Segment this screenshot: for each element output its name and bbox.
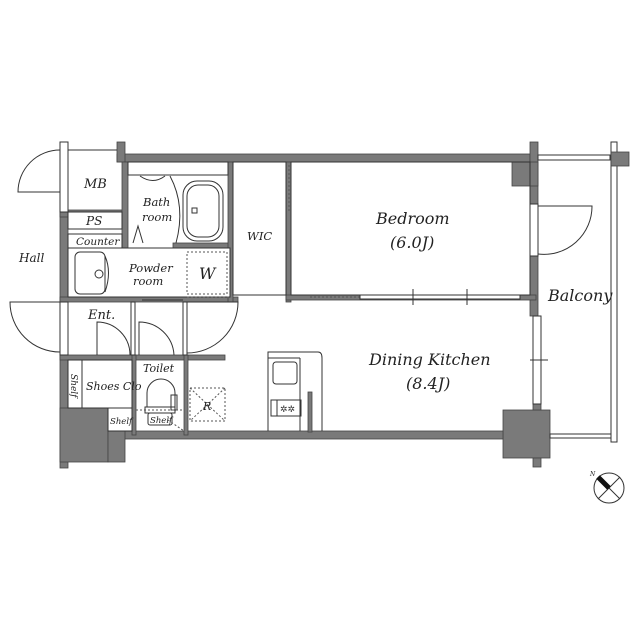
label-powder-1: Powder <box>128 261 174 275</box>
svg-text:✲✲: ✲✲ <box>280 404 295 414</box>
label-shelf-vertical: Shelf <box>68 374 78 399</box>
label-dining-kitchen: Dining Kitchen <box>368 350 491 369</box>
label-balcony: Balcony <box>547 286 613 305</box>
label-shelf-small: Shelf <box>110 417 134 427</box>
label-entrance: Ent. <box>87 308 115 323</box>
label-toilet-shelf: Shelf <box>150 416 174 426</box>
label-refrigerator: R <box>202 400 211 413</box>
label-hall: Hall <box>18 251 44 265</box>
label-wic: WIC <box>247 229 272 243</box>
label-bath-1: Bath <box>142 195 170 209</box>
label-ps: PS <box>85 214 102 228</box>
compass: N <box>589 471 625 504</box>
label-powder-2: room <box>133 274 163 288</box>
label-washer: W <box>199 264 217 283</box>
label-shoes-closet: Shoes Clo <box>86 380 142 393</box>
walls <box>59 141 551 469</box>
label-counter: Counter <box>76 236 120 248</box>
label-mb: MB <box>83 177 107 192</box>
room-outlines: ✲✲ <box>9 141 630 443</box>
label-bedroom: Bedroom <box>375 209 450 228</box>
label-dining-kitchen-size: (8.4J) <box>406 374 450 393</box>
compass-north-label: N <box>589 471 596 478</box>
label-bedroom-size: (6.0J) <box>390 233 434 252</box>
room-labels: MB PS Counter Hall Bath room Powder room… <box>18 177 613 427</box>
label-bath-2: room <box>142 210 172 224</box>
label-toilet: Toilet <box>143 362 175 375</box>
